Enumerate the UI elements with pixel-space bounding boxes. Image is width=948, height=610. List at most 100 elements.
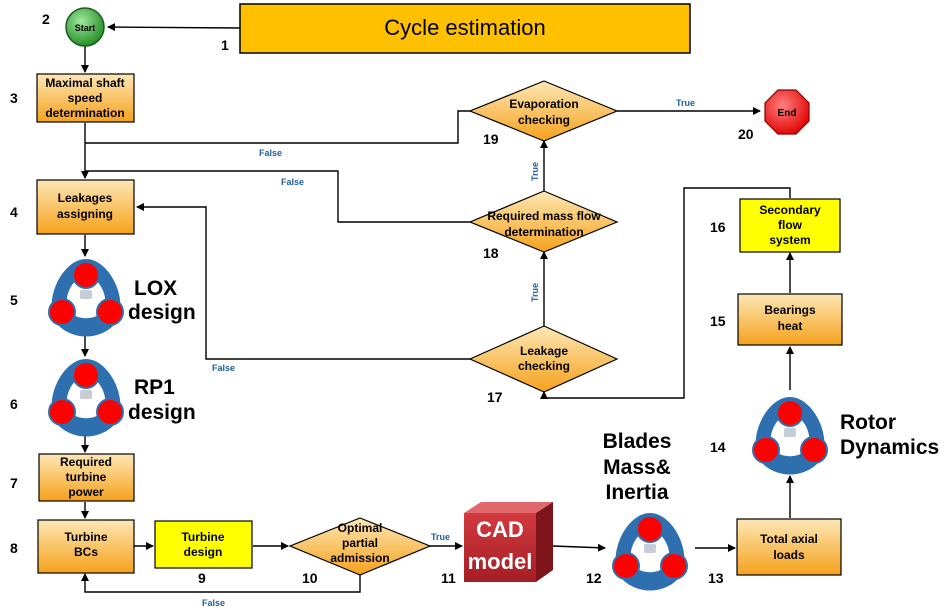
step-number-13: 13 <box>708 570 724 586</box>
svg-text:CAD: CAD <box>476 517 524 542</box>
edge-leakage-false <box>136 203 470 360</box>
svg-text:Turbine: Turbine <box>64 530 107 544</box>
box-shaft-speed: Maximal shaft speed determination <box>36 73 135 123</box>
step-number-9: 9 <box>198 570 206 586</box>
edge-massflow-false <box>85 170 470 223</box>
cad-model-icon: CAD model <box>464 502 553 582</box>
step-number-20: 20 <box>738 126 754 142</box>
step-number-19: 19 <box>483 131 499 147</box>
title-box: Cycle estimation <box>239 3 691 54</box>
connectors <box>81 23 794 593</box>
svg-text:design: design <box>128 401 196 424</box>
lox-label: LOX design <box>128 277 196 324</box>
svg-text:admission: admission <box>330 551 389 565</box>
step-number-3: 3 <box>10 90 18 106</box>
step-number-14: 14 <box>710 439 726 455</box>
label-false-optimal: False <box>202 598 225 608</box>
step-number-2: 2 <box>42 11 50 27</box>
svg-text:design: design <box>128 301 196 324</box>
svg-text:partial: partial <box>342 536 378 550</box>
step-number-7: 7 <box>10 475 18 491</box>
title-text: Cycle estimation <box>384 15 545 40</box>
blades-label: Blades Mass& Inertia <box>603 430 672 504</box>
lox-tool-icon <box>48 258 124 338</box>
svg-text:Bearings: Bearings <box>764 303 816 317</box>
svg-text:determination: determination <box>504 225 583 239</box>
label-false-massflow: False <box>281 177 304 187</box>
svg-text:flow: flow <box>778 218 803 232</box>
svg-text:Turbine: Turbine <box>181 530 224 544</box>
label-true-massflow: True <box>530 162 540 181</box>
edge-title-start <box>107 23 241 32</box>
rp1-label: RP1 design <box>128 376 196 424</box>
decision-optimal-partial-admission: Optimal partial admission <box>288 517 432 576</box>
svg-text:model: model <box>468 549 533 574</box>
box-turbine-power: Required turbine power <box>38 453 135 502</box>
decision-evaporation-checking: Evaporation checking <box>468 80 619 142</box>
box-leakages-assigning: Leakages assigning <box>36 179 135 235</box>
svg-text:checking: checking <box>518 359 570 373</box>
blades-tool-icon <box>612 512 688 592</box>
svg-text:determination: determination <box>45 106 124 120</box>
step-number-18: 18 <box>483 245 499 261</box>
svg-text:design: design <box>184 545 223 559</box>
edge-secondary-leakage <box>540 187 791 399</box>
svg-text:Inertia: Inertia <box>605 481 668 504</box>
step-number-10: 10 <box>302 570 318 586</box>
start-node: Start <box>65 7 105 47</box>
svg-text:Mass&: Mass& <box>603 456 671 479</box>
svg-text:LOX: LOX <box>134 277 177 300</box>
end-node: End <box>764 89 810 135</box>
svg-text:Leakages: Leakages <box>58 191 113 205</box>
svg-text:power: power <box>68 485 104 499</box>
svg-text:Required mass flow: Required mass flow <box>487 209 601 223</box>
svg-text:Optimal: Optimal <box>338 521 383 535</box>
svg-text:Blades: Blades <box>603 430 672 453</box>
edge-evaporation-false <box>85 110 470 144</box>
edge-cad-blades <box>552 543 606 552</box>
svg-text:turbine: turbine <box>66 470 107 484</box>
end-label: End <box>778 108 797 119</box>
step-number-17: 17 <box>487 389 503 405</box>
step-number-16: 16 <box>710 219 726 235</box>
step-number-6: 6 <box>10 396 18 412</box>
step-number-15: 15 <box>710 313 726 329</box>
svg-text:BCs: BCs <box>74 545 98 559</box>
svg-text:Secondary: Secondary <box>759 203 821 217</box>
svg-text:system: system <box>769 233 810 247</box>
box-total-axial-loads: Total axial loads <box>736 518 842 576</box>
svg-text:Dynamics: Dynamics <box>840 436 939 459</box>
rotor-label: Rotor Dynamics <box>840 411 939 459</box>
svg-text:Rotor: Rotor <box>840 411 896 434</box>
svg-text:Maximal shaft: Maximal shaft <box>45 76 124 90</box>
svg-text:Required: Required <box>60 455 112 469</box>
label-true-leakage: True <box>530 283 540 302</box>
rotor-tool-icon <box>752 396 828 476</box>
svg-text:loads: loads <box>773 548 805 562</box>
svg-text:Leakage: Leakage <box>520 344 568 358</box>
box-secondary-flow: Secondary flow system <box>739 198 841 253</box>
svg-text:Evaporation: Evaporation <box>509 97 578 111</box>
step-number-1: 1 <box>221 37 229 53</box>
step-number-5: 5 <box>10 292 18 308</box>
label-true-end: True <box>676 98 695 108</box>
step-numbers: 1 2 3 4 5 6 7 8 9 10 11 12 13 14 15 16 1… <box>10 11 754 586</box>
decision-required-mass-flow: Required mass flow determination <box>468 190 619 253</box>
start-label: Start <box>75 23 96 33</box>
box-bearings-heat: Bearings heat <box>737 293 843 346</box>
step-number-4: 4 <box>10 204 18 220</box>
svg-text:checking: checking <box>518 113 570 127</box>
box-turbine-bcs: Turbine BCs <box>37 519 135 574</box>
svg-text:assigning: assigning <box>57 207 113 221</box>
rp1-tool-icon <box>48 358 124 438</box>
step-number-12: 12 <box>586 570 602 586</box>
label-false-evaporation: False <box>259 148 282 158</box>
edge-optimal-false <box>81 573 361 593</box>
label-true-optimal: True <box>431 532 450 542</box>
label-false-leakage: False <box>212 363 235 373</box>
svg-text:speed: speed <box>68 91 103 105</box>
step-number-8: 8 <box>10 540 18 556</box>
step-number-11: 11 <box>441 570 456 586</box>
svg-text:Total axial: Total axial <box>760 532 818 546</box>
